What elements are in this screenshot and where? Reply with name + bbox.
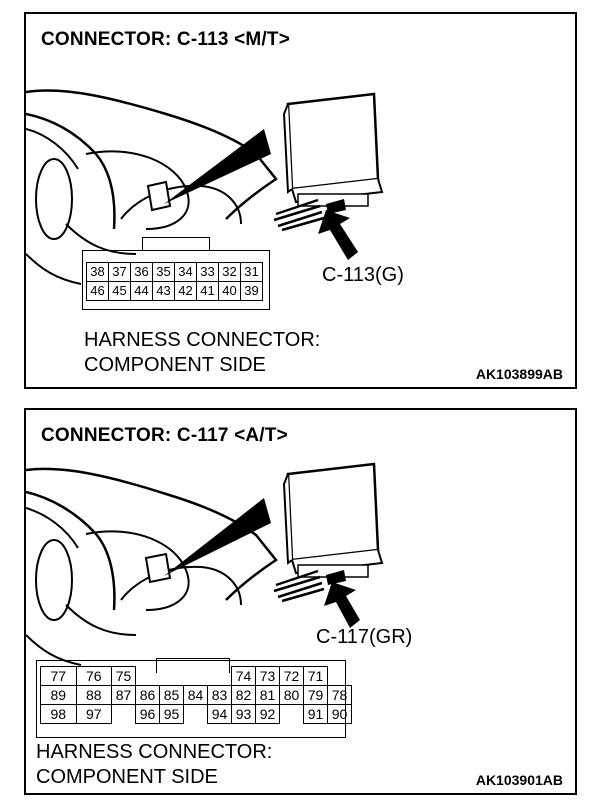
pin-slot-empty [136,667,160,686]
pin-slot-empty [160,667,184,686]
pin-cell: 88 [75,685,112,705]
pin-cell: 77 [40,666,77,686]
pin-slot-empty [208,667,232,686]
pin-cell: 83 [207,685,232,705]
pin-cell: 92 [255,704,280,724]
pin-cell: 97 [75,704,112,724]
pin-cell: 72 [279,666,304,686]
pin-cell: 93 [231,704,256,724]
pin-cell: 84 [183,685,208,705]
connector-frame [82,250,270,310]
pin-cell: 42 [174,281,197,301]
pin-cell: 38 [86,262,109,282]
pin-cell: 71 [303,666,328,686]
pin-cell: 34 [174,262,197,282]
pin-cell: 31 [240,262,263,282]
pin-cell: 35 [152,262,175,282]
pin-cell: 74 [231,666,256,686]
pin-cell: 33 [196,262,219,282]
pin-cell: 43 [152,281,175,301]
pin-cell: 46 [86,281,109,301]
pin-cell: 32 [218,262,241,282]
dashboard-illustration [26,462,384,666]
reference-code: AK103899AB [475,366,563,382]
pin-cell: 73 [255,666,280,686]
pin-cell: 82 [231,685,256,705]
pin-cell: 39 [240,281,263,301]
pin-cell: 81 [255,685,280,705]
harness-caption: HARNESS CONNECTOR: COMPONENT SIDE [36,740,272,790]
pin-cell: 36 [130,262,153,282]
connector-latch [142,237,210,251]
pin-slot-empty [280,705,304,724]
pin-cell: 89 [40,685,77,705]
reference-code: AK103901AB [475,772,563,788]
pin-cell: 44 [130,281,153,301]
pin-cell: 79 [303,685,328,705]
pin-cell: 80 [279,685,304,705]
harness-line-2: COMPONENT SIDE [84,354,266,376]
pin-cell: 78 [327,685,352,705]
pin-cell: 87 [111,685,136,705]
pin-cell: 91 [303,704,328,724]
connector-title: CONNECTOR: C-113 <M/T> [41,29,290,50]
connector-latch [156,658,230,673]
harness-line-1: HARNESS CONNECTOR: [36,741,273,763]
pin-cell: 37 [108,262,131,282]
harness-line-1: HARNESS CONNECTOR: [84,329,321,351]
pin-cell: 75 [111,666,136,686]
pin-cell: 90 [327,704,352,724]
pin-cell: 86 [135,685,160,705]
harness-line-2: COMPONENT SIDE [36,766,218,788]
connector-label: C-113(G) [322,264,404,286]
pin-cell: 96 [135,704,160,724]
pin-slot-empty [112,705,136,724]
dashboard-illustration [26,89,384,285]
pin-cell: 85 [159,685,184,705]
pin-cell: 76 [75,666,112,686]
connector-title: CONNECTOR: C-117 <A/T> [41,425,288,446]
pin-slot-empty [184,705,208,724]
connector-label: C-117(GR) [316,626,413,648]
pin-cell: 41 [196,281,219,301]
pin-slot-empty [184,667,208,686]
harness-caption: HARNESS CONNECTOR: COMPONENT SIDE [84,328,320,378]
pin-cell: 98 [40,704,77,724]
pin-cell: 40 [218,281,241,301]
pin-cell: 94 [207,704,232,724]
pin-cell: 95 [159,704,184,724]
pin-cell: 45 [108,281,131,301]
